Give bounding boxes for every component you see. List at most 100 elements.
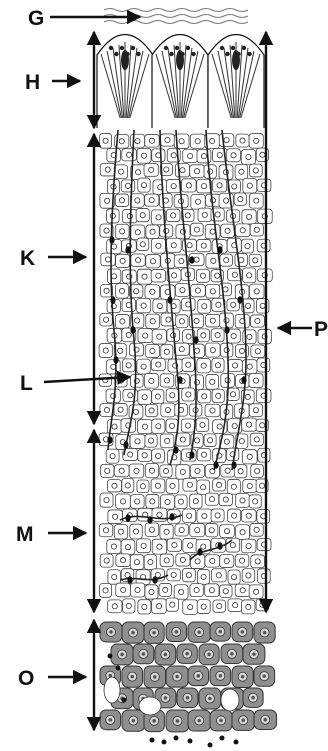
- epithelial-cell: [122, 149, 137, 161]
- label-o: O: [18, 667, 34, 690]
- epithelial-cell: [249, 164, 262, 177]
- epithelial-cell: [138, 390, 152, 405]
- debris-dot: [208, 743, 213, 748]
- epithelial-cell: [191, 284, 206, 296]
- epithelial-cell: [174, 343, 189, 355]
- dark-cell-nucleolus: [252, 652, 256, 656]
- epithelial-cell: [249, 585, 263, 599]
- dark-cell-nucleolus: [219, 674, 223, 678]
- epithelial-cell: [122, 298, 136, 311]
- vessel-dot: [213, 461, 218, 469]
- epithelial-cell: [99, 374, 111, 386]
- epithelial-cell: [234, 193, 246, 205]
- debris-dot: [122, 698, 127, 703]
- dark-cell-nucleolus: [263, 631, 267, 635]
- dark-cell-nucleolus: [241, 675, 245, 679]
- epithelial-cell: [152, 449, 165, 463]
- vessel-dot: [123, 441, 128, 449]
- epithelial-cell: [257, 239, 270, 252]
- epithelial-cell: [160, 193, 173, 207]
- epithelial-cell: [152, 329, 166, 344]
- epithelial-cell: [197, 480, 210, 495]
- epithelial-cell: [197, 448, 211, 460]
- epithelial-cell: [115, 224, 129, 238]
- epithelial-cell: [108, 570, 121, 584]
- epithelial-cell: [145, 464, 158, 478]
- dome-nucleus: [131, 46, 135, 50]
- epithelial-cell: [176, 465, 190, 479]
- epithelial-cell: [182, 388, 195, 401]
- debris-dot: [108, 654, 113, 659]
- epithelial-cell: [138, 178, 150, 192]
- epithelial-cell: [144, 555, 156, 570]
- epithelial-cell: [160, 554, 173, 567]
- epithelial-cell: [146, 255, 160, 268]
- epithelial-cell: [257, 358, 270, 372]
- epithelial-cell: [100, 493, 113, 507]
- vessel-dot: [152, 576, 157, 584]
- epithelial-cell: [196, 418, 209, 432]
- dome-nucleus: [236, 52, 240, 56]
- epithelial-cell: [250, 223, 263, 236]
- dark-cell-nucleolus: [263, 674, 267, 678]
- label-h: H: [25, 71, 40, 94]
- epithelial-cell: [114, 165, 127, 179]
- epithelial-cell: [107, 540, 121, 554]
- epithelial-cell: [130, 434, 145, 448]
- epithelial-cell: [220, 585, 233, 598]
- dark-cell-nucleolus: [109, 630, 113, 634]
- epithelial-cell: [160, 434, 174, 448]
- epithelial-cell: [183, 149, 198, 162]
- epithelial-cell: [161, 285, 175, 299]
- epithelial-cell: [190, 584, 203, 597]
- epithelial-cell: [213, 479, 226, 491]
- debris-dot: [220, 736, 225, 741]
- epithelial-cell: [191, 223, 204, 236]
- epithelial-cell: [249, 284, 264, 298]
- epithelial-cell: [197, 600, 210, 614]
- epithelial-cell: [167, 539, 181, 552]
- epithelial-cell: [123, 599, 135, 613]
- epithelial-cell: [258, 329, 271, 343]
- epithelial-cell: [151, 479, 165, 493]
- epithelial-cell: [160, 374, 174, 387]
- epithelial-cell: [145, 285, 160, 299]
- dark-cell-nucleolus: [241, 718, 245, 722]
- epithelial-cell: [107, 480, 121, 492]
- epithelial-cell: [114, 465, 129, 477]
- epithelial-cell: [181, 179, 196, 192]
- debris-dot: [188, 739, 193, 744]
- epithelial-cell: [152, 149, 165, 162]
- epithelial-cell: [220, 555, 234, 568]
- epithelial-cell: [190, 134, 205, 148]
- vessel-dot: [125, 246, 130, 254]
- epithelial-cell: [181, 298, 195, 310]
- vessel-dot: [109, 236, 114, 244]
- epithelial-cell: [108, 510, 123, 524]
- epithelial-cell: [160, 495, 174, 509]
- dark-cell-nucleolus: [132, 719, 136, 723]
- epithelial-cell: [206, 285, 220, 298]
- epithelial-cell: [130, 375, 143, 388]
- epithelial-cell: [115, 194, 128, 206]
- dark-cell-nucleolus: [186, 696, 190, 700]
- dark-cell-nucleolus: [218, 630, 222, 634]
- epithelial-cell: [251, 464, 264, 477]
- epithelial-cell: [130, 583, 144, 597]
- dome-nucleus: [186, 46, 190, 50]
- epithelial-cell: [249, 495, 261, 508]
- epithelial-cell: [116, 494, 131, 509]
- epithelial-cell: [122, 359, 134, 372]
- epithelial-cell: [152, 419, 165, 433]
- vessel-dot: [231, 461, 236, 469]
- epithelial-cell: [130, 555, 143, 570]
- epithelial-cell: [250, 433, 263, 446]
- epithelial-cell: [257, 539, 271, 551]
- dark-cell-nucleolus: [164, 696, 168, 700]
- epithelial-cell: [190, 344, 205, 357]
- epithelial-cell: [107, 269, 120, 283]
- dark-cell-nucleolus: [208, 697, 212, 701]
- epithelial-cell: [235, 554, 249, 567]
- dome-nucleus: [114, 52, 118, 56]
- epithelial-cell: [152, 599, 167, 614]
